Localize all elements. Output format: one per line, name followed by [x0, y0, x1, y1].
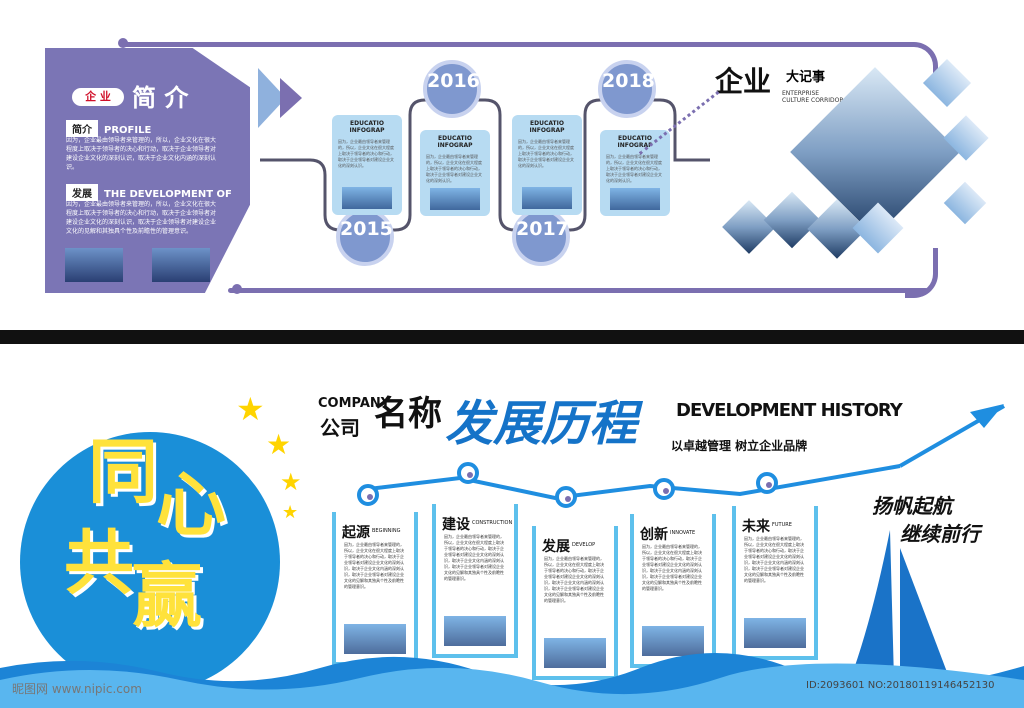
top-border-line: [120, 42, 910, 47]
slogan-char: 同: [88, 431, 158, 513]
tagline: 以卓越管理 树立企业品牌: [671, 439, 808, 453]
company-english: COMPANY: [318, 396, 391, 411]
panel-image: [444, 616, 506, 646]
star-icon: ★: [266, 428, 292, 461]
photo-tile: [763, 191, 821, 249]
profile-text: 因为，企业最由领导者来管理的，所以，企业文化在很大程度上取决于领导者的决心和行动…: [66, 137, 217, 171]
development-text: 因为，企业最由领导者来管理的，所以，企业文化在很大程度上取决于领导者的决心和行动…: [66, 201, 217, 235]
timeline-card-image: [610, 188, 660, 210]
slogan-circle: [20, 432, 280, 692]
corridor-title: 企业: [715, 65, 772, 98]
wave-footer: [0, 652, 1024, 708]
star-icon: ★: [282, 502, 299, 523]
milestone-dot: [653, 478, 675, 500]
development-history-english: DEVELOPMENT HISTORY: [676, 400, 903, 421]
development-history-title: 发展历程: [445, 396, 638, 452]
corridor-english: ENTERPRISE CULTURE CORRIDOR: [782, 90, 844, 104]
history-panel: 未来 FUTURE 因为，企业最由领导者来管理的，所以，企业文化在很大程度上取决…: [732, 506, 818, 660]
photo-tile: [943, 181, 987, 225]
watermark-left: 昵图网 www.nipic.com: [12, 682, 142, 696]
star-icon: ★: [236, 390, 265, 428]
company-calligraphy: 名称: [374, 394, 442, 434]
year-badge-2017: 2017: [512, 208, 570, 266]
right-slogan-line1: 扬帆起航: [872, 494, 952, 518]
milestone-dot: [457, 462, 479, 484]
company-chinese: 公司: [320, 416, 360, 440]
history-panel: 建设 CONSTRUCTION 因为，企业最由领导者来管理的，所以，企业文化在很…: [432, 504, 518, 658]
history-panel: 创新 INNOVATE 因为，企业最由领导者来管理的，所以，企业文化在很大程度上…: [630, 514, 716, 668]
right-slogan-line2: 继续前行: [900, 522, 980, 546]
year-badge-2016: 2016: [423, 60, 481, 118]
year-badge-2015: 2015: [336, 208, 394, 266]
bottom-border-line: [228, 288, 928, 293]
arrow-icon: [280, 78, 302, 118]
timeline-card-image: [342, 187, 392, 209]
slogan-char: 共: [64, 522, 134, 604]
intro-tag: 企 业: [72, 88, 124, 106]
development-history-board: 同 心 共 赢 ★ ★ ★ ★ COMPANY 公司 名称 发展历程 DEVEL…: [0, 344, 1024, 708]
panel-image: [544, 638, 606, 668]
slogan-char: 心: [156, 464, 226, 546]
timeline-path: [260, 98, 710, 232]
top-border-dot: [118, 38, 128, 48]
milestone-dot: [357, 484, 379, 506]
profile-thumbnail: [65, 248, 123, 282]
development-thumbnail: [152, 248, 210, 282]
milestone-dot: [555, 486, 577, 508]
bottom-border-dot: [232, 284, 242, 294]
panel-image: [344, 624, 406, 654]
milestone-dot: [756, 472, 778, 494]
section-divider: [0, 330, 1024, 344]
slogan-char: 赢: [132, 555, 202, 637]
timeline-card-image: [430, 188, 480, 210]
timeline-card-image: [522, 187, 572, 209]
panel-image: [642, 626, 704, 656]
star-icon: ★: [280, 468, 302, 496]
watermark-right: ID:2093601 NO:20180119146452130: [806, 680, 995, 691]
history-panel: 发展 DEVELOP 因为，企业最由领导者来管理的，所以，企业文化在很大程度上取…: [532, 526, 618, 680]
history-panel: 起源 BEGINNING 因为，企业最由领导者来管理的，所以，企业文化在很大程度…: [332, 512, 418, 666]
border-corner-bottom: [905, 248, 938, 298]
border-corner-top: [905, 42, 938, 89]
year-badge-2018: 2018: [598, 60, 656, 118]
intro-title: 简 介: [132, 84, 189, 112]
photo-tile: [722, 200, 776, 254]
panel-image: [744, 618, 806, 648]
corridor-subtitle: 大记事: [786, 70, 826, 85]
